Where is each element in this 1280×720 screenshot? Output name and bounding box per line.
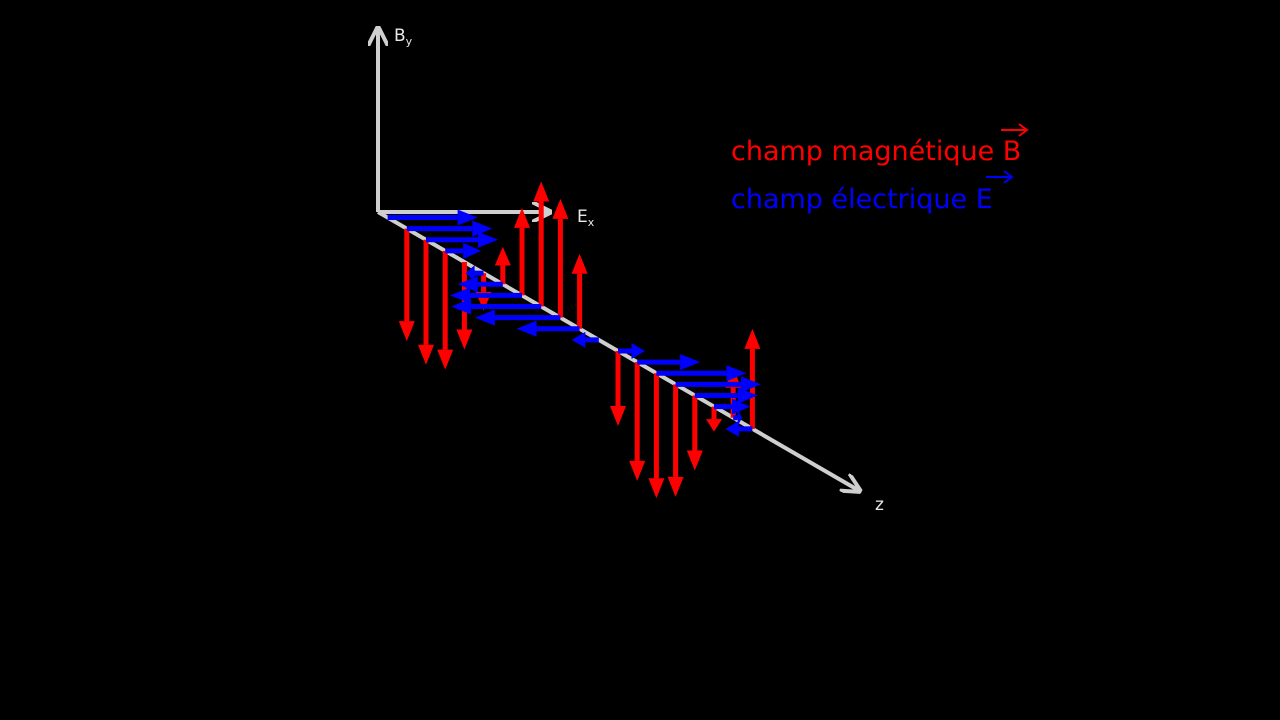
electric-vector-head bbox=[680, 354, 701, 371]
electric-vector-head bbox=[737, 387, 758, 404]
electric-vector-head bbox=[474, 309, 495, 326]
electric-vector-head bbox=[478, 231, 498, 248]
magnetic-vector-head bbox=[667, 476, 684, 497]
magnetic-vector-head bbox=[744, 328, 761, 349]
propagation-axis-label: z bbox=[875, 495, 884, 515]
magnetic-vector-head bbox=[533, 181, 550, 202]
magnetic-vector-head bbox=[456, 329, 473, 350]
legend-magnetic-symbol: B bbox=[1003, 136, 1022, 167]
legend-magnetic: champ magnétique B bbox=[731, 136, 1021, 167]
vertical-axis-subscript: y bbox=[406, 35, 413, 48]
electric-vector-head bbox=[571, 331, 586, 348]
legend-electric: champ électrique E bbox=[731, 184, 993, 215]
electric-vector-head bbox=[472, 220, 493, 237]
electric-vector-head bbox=[457, 209, 478, 226]
electric-vector-head bbox=[741, 376, 762, 393]
magnetic-vector-head bbox=[629, 460, 646, 481]
electric-vector-head bbox=[463, 242, 482, 259]
magnetic-vector-head bbox=[418, 344, 434, 365]
electric-vector-head bbox=[732, 398, 750, 415]
magnetic-vector-head bbox=[552, 198, 569, 219]
electric-vector-head bbox=[726, 365, 747, 382]
electric-vector-head bbox=[457, 276, 478, 293]
legend-electric-symbol: E bbox=[976, 184, 993, 215]
electric-vector-head bbox=[450, 287, 470, 304]
vertical-axis-label: By bbox=[394, 26, 413, 48]
magnetic-vector-head bbox=[706, 419, 722, 432]
electric-vector-head bbox=[516, 320, 537, 337]
legend: champ magnétique B champ électrique E bbox=[731, 123, 1029, 215]
magnetic-vector-head bbox=[514, 207, 530, 228]
horizontal-axis-label: Ex bbox=[577, 207, 595, 229]
electric-vector-head bbox=[725, 420, 739, 437]
electric-vector-head bbox=[631, 343, 645, 359]
magnetic-vector-head bbox=[686, 450, 703, 471]
magnetic-vector-head bbox=[437, 349, 454, 370]
magnetic-vector-head bbox=[494, 246, 511, 266]
electric-vector-head bbox=[451, 298, 472, 315]
magnetic-vector-head bbox=[571, 253, 588, 274]
electric-vector-head bbox=[465, 265, 475, 282]
magnetic-vector-head bbox=[648, 478, 665, 499]
vector-arrow-icon bbox=[1001, 123, 1029, 137]
magnetic-vector-head bbox=[610, 406, 626, 426]
magnetic-vector-head bbox=[398, 321, 415, 342]
electric-field-vectors bbox=[387, 209, 762, 437]
vector-arrow-icon bbox=[986, 170, 1014, 184]
horizontal-axis-subscript: x bbox=[588, 216, 595, 229]
